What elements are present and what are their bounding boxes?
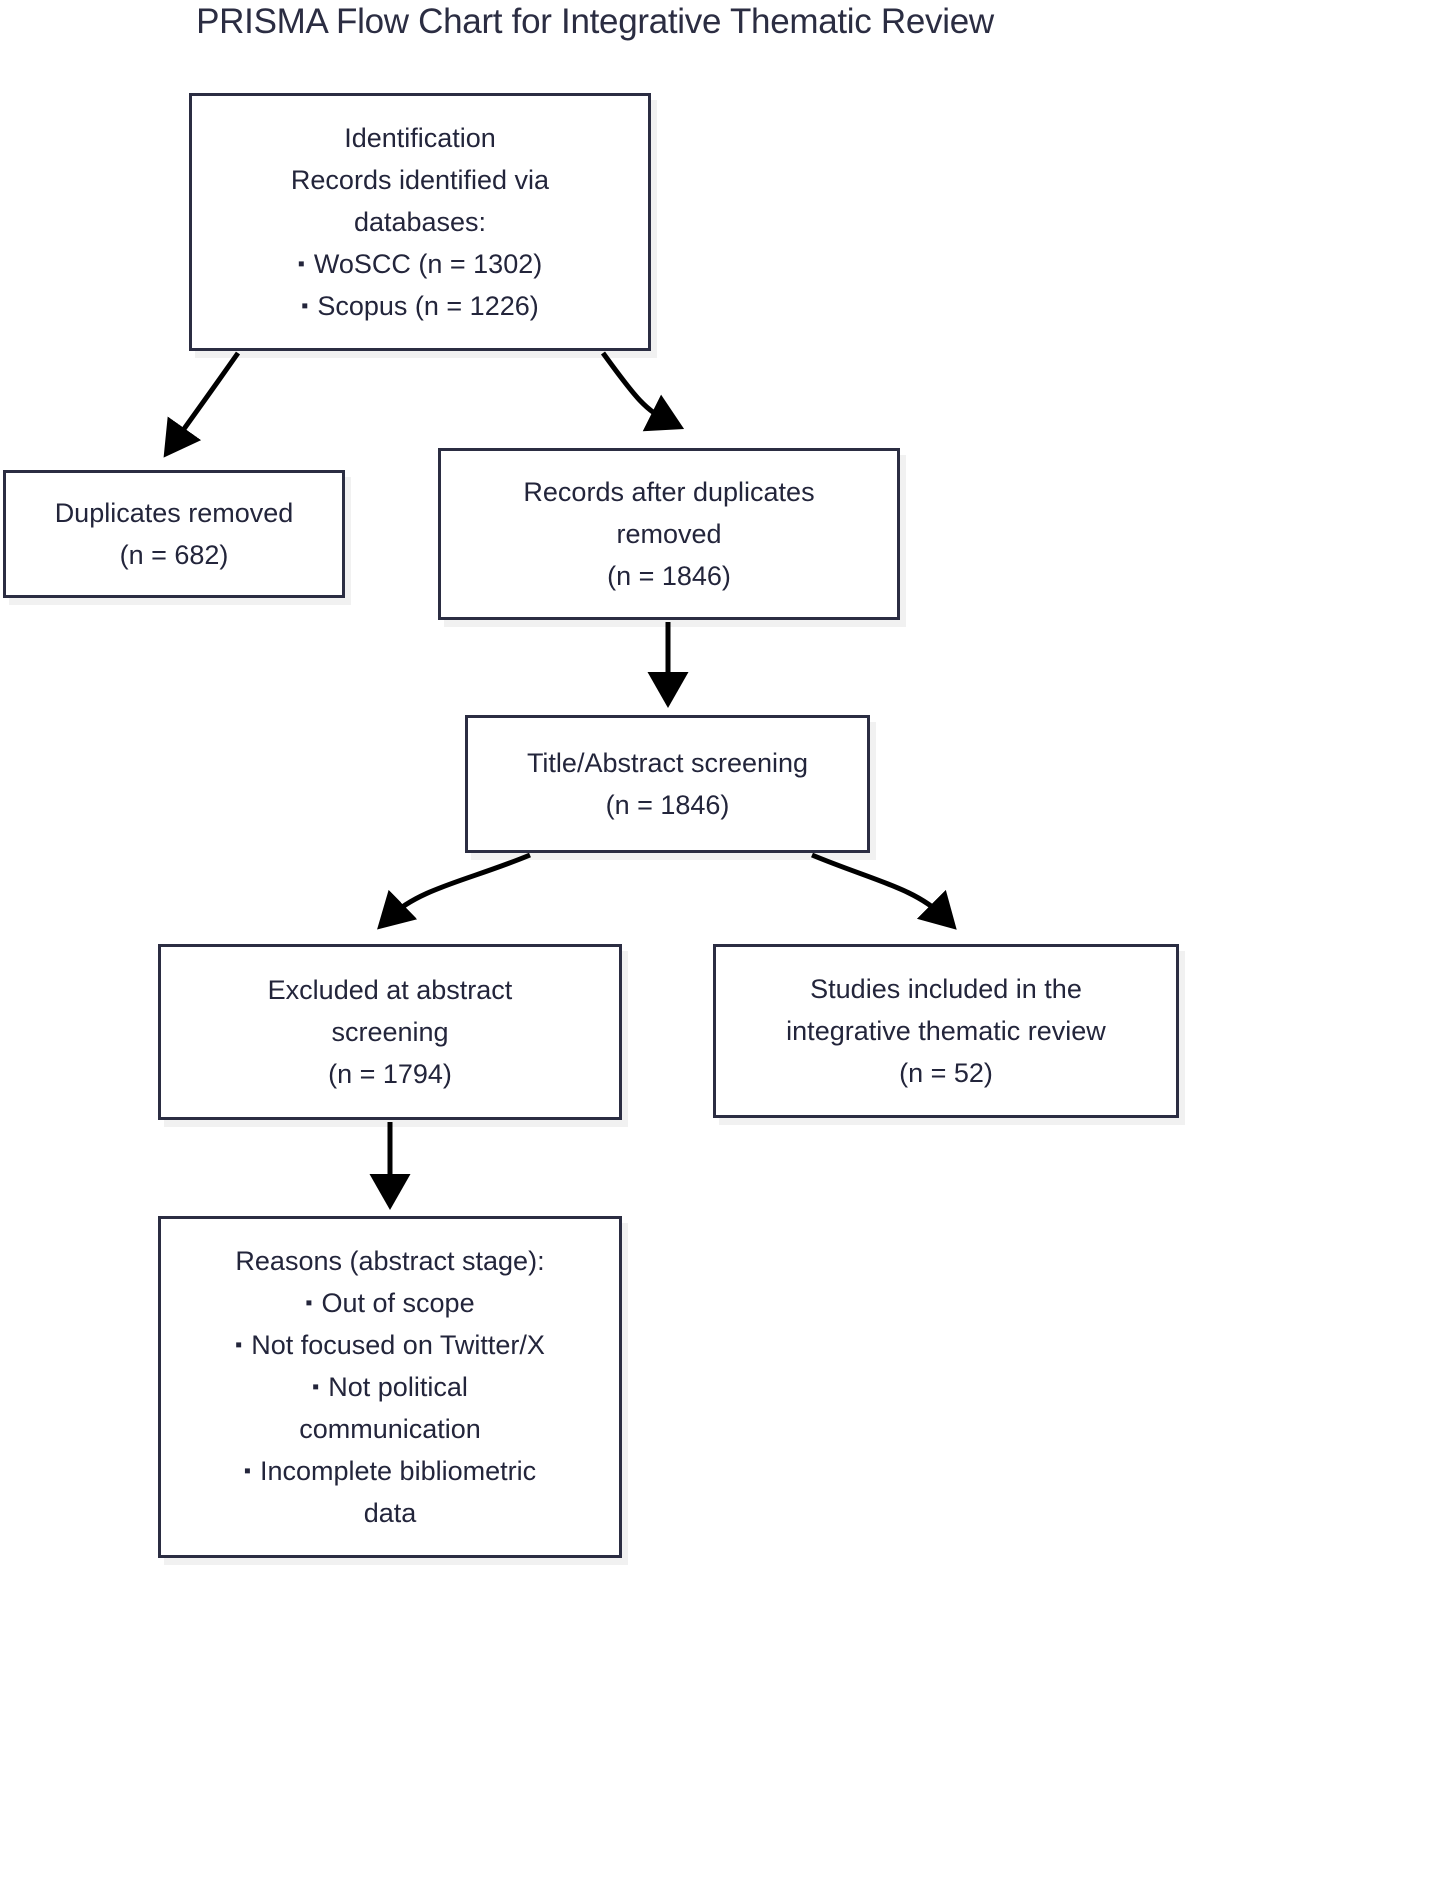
edge-identification-to-after-duplicates <box>600 351 685 432</box>
reasons-heading: Reasons (abstract stage): <box>235 1245 545 1276</box>
studies-included-line-1: Studies included in the <box>810 973 1082 1004</box>
excluded-at-abstract-count: (n = 1794) <box>328 1059 452 1090</box>
reasons-bullet-not-focused-twitter: Not focused on Twitter/X <box>235 1324 545 1366</box>
node-title-abstract-screening[interactable]: Title/Abstract screening (n = 1846) <box>465 715 870 853</box>
excluded-at-abstract-line-2: screening <box>331 1016 449 1047</box>
title-abstract-screening-count: (n = 1846) <box>605 790 730 820</box>
identification-line-2: Records identified via <box>290 164 550 195</box>
page-title: PRISMA Flow Chart for Integrative Themat… <box>196 2 994 41</box>
node-excluded-at-abstract[interactable]: Excluded at abstract screening (n = 1794… <box>158 944 622 1120</box>
excluded-at-abstract-line-1: Excluded at abstract <box>267 974 513 1005</box>
node-identification[interactable]: Identification Records identified via da… <box>189 93 651 351</box>
node-duplicates-removed[interactable]: Duplicates removed (n = 682) <box>3 470 345 598</box>
node-studies-included[interactable]: Studies included in the integrative them… <box>713 944 1179 1118</box>
identification-bullet-scopus: Scopus (n = 1226) <box>301 285 538 327</box>
identification-line-1: Identification <box>344 122 496 153</box>
records-after-duplicates-count: (n = 1846) <box>607 561 731 592</box>
duplicates-removed-line-1: Duplicates removed <box>54 497 294 528</box>
studies-included-line-2: integrative thematic review <box>786 1015 1106 1046</box>
duplicates-removed-count: (n = 682) <box>119 540 229 570</box>
title-abstract-screening-line-1: Title/Abstract screening <box>526 747 809 778</box>
records-after-duplicates-line-2: removed <box>616 518 722 549</box>
reasons-bullet-out-of-scope: Out of scope <box>305 1282 475 1324</box>
reasons-bullet-not-political: Not political <box>312 1366 468 1408</box>
reasons-bullet-not-political-cont: communication <box>299 1414 481 1445</box>
node-reasons-abstract-stage[interactable]: Reasons (abstract stage): Out of scope N… <box>158 1216 622 1558</box>
edge-screening-to-included <box>811 852 957 930</box>
reasons-bullet-incomplete-bibliometric: Incomplete bibliometric <box>244 1450 536 1492</box>
records-after-duplicates-line-1: Records after duplicates <box>523 476 815 507</box>
edge-screening-to-excluded <box>377 852 531 930</box>
node-records-after-duplicates[interactable]: Records after duplicates removed (n = 18… <box>438 448 900 620</box>
studies-included-count: (n = 52) <box>899 1058 993 1089</box>
reasons-bullet-incomplete-bibliometric-cont: data <box>363 1498 417 1529</box>
edge-identification-to-duplicates <box>163 351 241 458</box>
identification-bullet-woscc: WoSCC (n = 1302) <box>298 243 542 285</box>
identification-line-3: databases: <box>353 206 487 237</box>
